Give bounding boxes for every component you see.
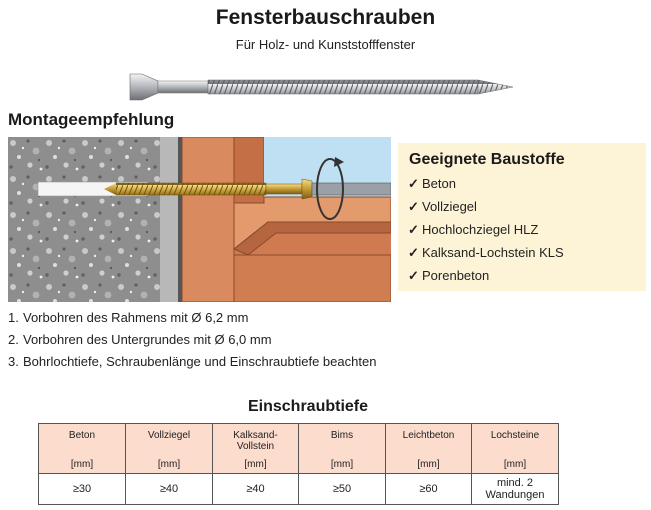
column-unit: [mm]	[70, 459, 94, 470]
material-item: ✓Kalksand-Lochstein KLS	[408, 241, 636, 264]
table-header-row: Beton[mm]Vollziegel[mm]Kalksand-Vollstei…	[38, 423, 559, 474]
table-cell: ≥40	[125, 473, 213, 505]
instruction-steps: 1.Vorbohren des Rahmens mit Ø 6,2 mm 2.V…	[8, 309, 398, 375]
page-title: Fensterbauschrauben	[215, 6, 436, 29]
column-unit: [mm]	[157, 459, 181, 470]
table-cell: ≥60	[385, 473, 472, 505]
column-header: Kalksand-Vollstein [mm]	[212, 423, 299, 474]
screw-product-image	[129, 73, 514, 101]
column-unit: [mm]	[503, 459, 527, 470]
section-heading: Montageempfehlung	[8, 110, 175, 129]
column-header-label: Leichtbeton	[402, 430, 455, 441]
column-header-label: Bims	[330, 430, 354, 441]
column-header-label: Vollziegel	[147, 430, 191, 441]
materials-box: Geeignete Baustoffe ✓Beton ✓Vollziegel ✓…	[398, 143, 646, 291]
installation-illustration	[8, 137, 391, 302]
check-icon: ✓	[408, 268, 419, 283]
material-item: ✓Beton	[408, 172, 636, 195]
column-unit: [mm]	[417, 459, 440, 470]
column-header-label: Beton	[68, 430, 96, 441]
embedment-depth-table: Beton[mm]Vollziegel[mm]Kalksand-Vollstei…	[38, 423, 559, 505]
table-cell: ≥50	[298, 473, 386, 505]
column-unit: [mm]	[244, 459, 267, 470]
table-cell: ≥40	[212, 473, 299, 505]
materials-list: ✓Beton ✓Vollziegel ✓Hochlochziegel HLZ ✓…	[408, 172, 636, 287]
column-header: Leichtbeton [mm]	[385, 423, 472, 474]
material-item: ✓Porenbeton	[408, 264, 636, 287]
column-header: Lochsteine [mm]	[471, 423, 559, 474]
column-header: Beton [mm]	[38, 423, 126, 474]
column-header-label: Lochsteine	[490, 430, 540, 441]
column-header: Vollziegel [mm]	[125, 423, 213, 474]
check-icon: ✓	[408, 245, 419, 260]
check-icon: ✓	[408, 176, 419, 191]
step-item: 1.Vorbohren des Rahmens mit Ø 6,2 mm	[8, 310, 249, 325]
column-header: Bims [mm]	[298, 423, 386, 474]
table-title: Einschraubtiefe	[247, 398, 369, 415]
materials-title: Geeignete Baustoffe	[409, 151, 565, 168]
column-header-label: Kalksand-Vollstein	[233, 430, 278, 452]
column-unit: [mm]	[330, 459, 354, 470]
check-icon: ✓	[408, 199, 419, 214]
step-item: 2.Vorbohren des Untergrundes mit Ø 6,0 m…	[8, 332, 272, 347]
material-item: ✓Vollziegel	[408, 195, 636, 218]
step-item: 3.Bohrlochtiefe, Schraubenlänge und Eins…	[8, 354, 377, 369]
material-item: ✓Hochlochziegel HLZ	[408, 218, 636, 241]
table-cell: ≥30	[38, 473, 126, 505]
check-icon: ✓	[408, 222, 419, 237]
page-subtitle: Für Holz- und Kunststofffenster	[235, 37, 416, 52]
